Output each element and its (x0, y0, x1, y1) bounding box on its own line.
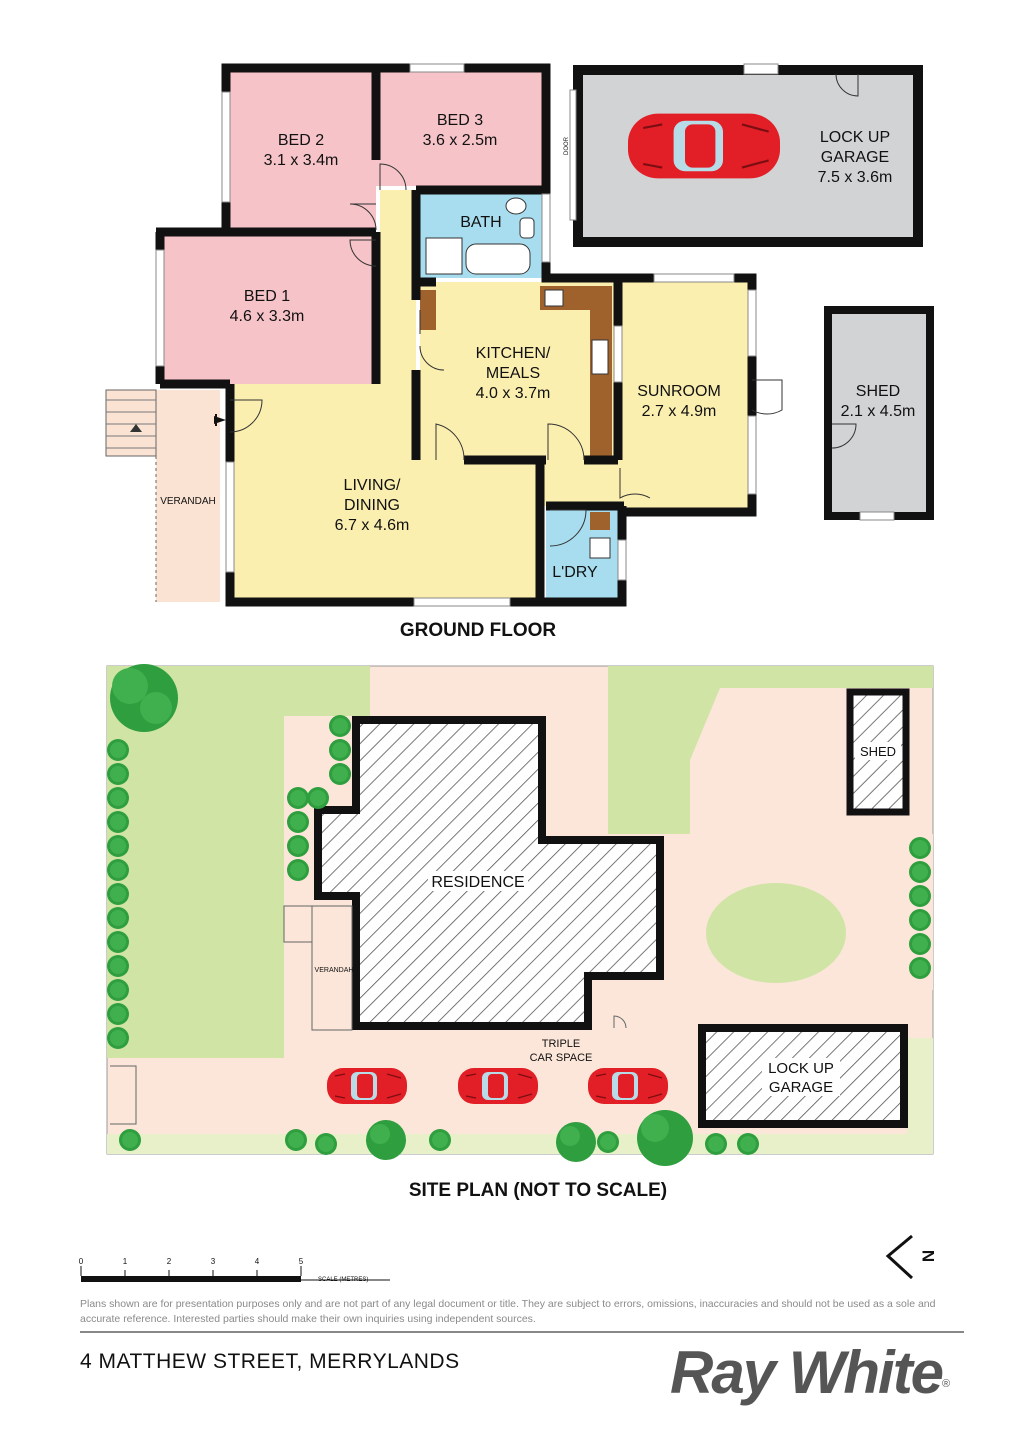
site-car-3-icon (587, 1067, 669, 1105)
bed1-size: 4.6 x 3.3m (230, 308, 305, 325)
scale-tick-5: 5 (299, 1257, 304, 1266)
garage-window (743, 63, 779, 75)
garage-door-swing (835, 73, 859, 97)
site-car-2-icon (457, 1067, 539, 1105)
bathtub-icon (465, 243, 531, 275)
bed1-name: BED 1 (244, 288, 290, 305)
disclaimer-text: Plans shown are for presentation purpose… (80, 1298, 936, 1325)
shed-fill (828, 310, 930, 516)
sunroom-name: SUNROOM (637, 383, 721, 400)
bed3-name: BED 3 (437, 112, 483, 129)
scale-tick-1: 1 (123, 1257, 128, 1266)
scale-tick-3: 3 (211, 1257, 216, 1266)
brand-registered-mark: ® (942, 1378, 950, 1390)
residence-label: RESIDENCE (431, 874, 524, 891)
bed2-name: BED 2 (278, 132, 324, 149)
site-verandah-label: VERANDAH (315, 967, 354, 974)
door-swings (229, 163, 783, 547)
front-gate (110, 1065, 137, 1125)
garage-roller-door (569, 89, 577, 221)
site-plan: RESIDENCE VERANDAH SHED LOCK UP GARAGE T… (106, 664, 934, 1201)
rear-lawn-left (107, 666, 370, 1058)
bed1-fill (160, 232, 376, 384)
scale-bar: 0 1 2 3 4 5 SCALE (METRES) (79, 1257, 390, 1283)
sunroom-fill (618, 282, 752, 508)
site-plan-title: SITE PLAN (NOT TO SCALE) (409, 1180, 667, 1201)
site-shed-label: SHED (860, 744, 896, 759)
shed-window (859, 511, 895, 521)
shed-name: SHED (856, 383, 900, 400)
shower-icon (425, 237, 463, 275)
car-space-label-2: CAR SPACE (530, 1052, 593, 1064)
shed-door-swing (831, 423, 857, 449)
garage-car-icon (626, 112, 782, 180)
site-door-swing (613, 1015, 627, 1029)
living-fill (230, 190, 540, 600)
shed-size: 2.1 x 4.5m (841, 403, 916, 420)
verandah-name: VERANDAH (160, 496, 216, 507)
large-tree-icon (110, 664, 178, 732)
garage-name-1: LOCK UP (820, 129, 890, 146)
brand-name: Ray White (670, 1339, 944, 1406)
pantry (420, 290, 436, 330)
garage-door-label: DOOR (564, 136, 570, 155)
compass-letter: N (919, 1250, 938, 1262)
front-tree-icon (637, 1110, 693, 1166)
up-arrow-icon (130, 424, 142, 432)
laundry-name: L'DRY (552, 564, 598, 581)
bed2-size: 3.1 x 3.4m (264, 152, 339, 169)
living-name-1: LIVING/ (344, 477, 401, 494)
bed3-size: 3.6 x 2.5m (423, 132, 498, 149)
steps-treads (106, 399, 156, 449)
front-tree-icon (556, 1122, 596, 1162)
scale-tick-2: 2 (167, 1257, 172, 1266)
north-compass-icon: N (885, 1234, 938, 1280)
lawn-oval (706, 883, 846, 983)
hall-fill (540, 460, 620, 506)
living-name-2: DINING (344, 497, 400, 514)
kitchen-size: 4.0 x 3.7m (476, 385, 551, 402)
scale-label: SCALE (METRES) (318, 1277, 368, 1283)
kitchen-name-2: MEALS (486, 365, 540, 382)
ground-floor-title: GROUND FLOOR (400, 620, 556, 641)
brand-logo: Ray White® (670, 1338, 950, 1407)
toilet-icon (505, 197, 527, 215)
verandah-steps (105, 389, 157, 457)
front-tree-icon (366, 1120, 406, 1160)
cooktop-icon (544, 289, 564, 307)
sink-icon (591, 339, 609, 375)
kitchen-name-1: KITCHEN/ (476, 345, 551, 362)
garage-size: 7.5 x 3.6m (818, 169, 893, 186)
laundry-cabinet (590, 512, 610, 530)
bed2-fill (226, 68, 376, 228)
windows (155, 63, 757, 607)
site-verandah (311, 905, 353, 1031)
side-strip (907, 1038, 933, 1134)
garage-name-2: GARAGE (821, 149, 889, 166)
rear-lawn-right (608, 666, 933, 834)
scale-tick-0: 0 (79, 1257, 84, 1266)
living-size: 6.7 x 4.6m (335, 517, 410, 534)
basin-icon (519, 217, 535, 239)
ground-floor-plan: DOOR (105, 63, 934, 641)
verandah-fill (156, 390, 220, 602)
property-address: 4 MATTHEW STREET, MERRYLANDS (80, 1350, 460, 1373)
bed3-fill (376, 68, 546, 186)
kitchen-fill (420, 282, 618, 460)
site-car-1-icon (326, 1067, 408, 1105)
site-verandah-steps (283, 905, 313, 943)
site-garage-label-2: GARAGE (769, 1079, 833, 1096)
site-garage-label-1: LOCK UP (768, 1060, 834, 1077)
bath-name: BATH (460, 214, 501, 231)
scale-tick-4: 4 (255, 1257, 260, 1266)
laundry-tub-icon (589, 537, 611, 559)
sunroom-size: 2.7 x 4.9m (642, 403, 717, 420)
kitchen-bench (540, 286, 612, 456)
car-space-label-1: TRIPLE (542, 1038, 581, 1050)
front-nature-strip (107, 1134, 933, 1154)
